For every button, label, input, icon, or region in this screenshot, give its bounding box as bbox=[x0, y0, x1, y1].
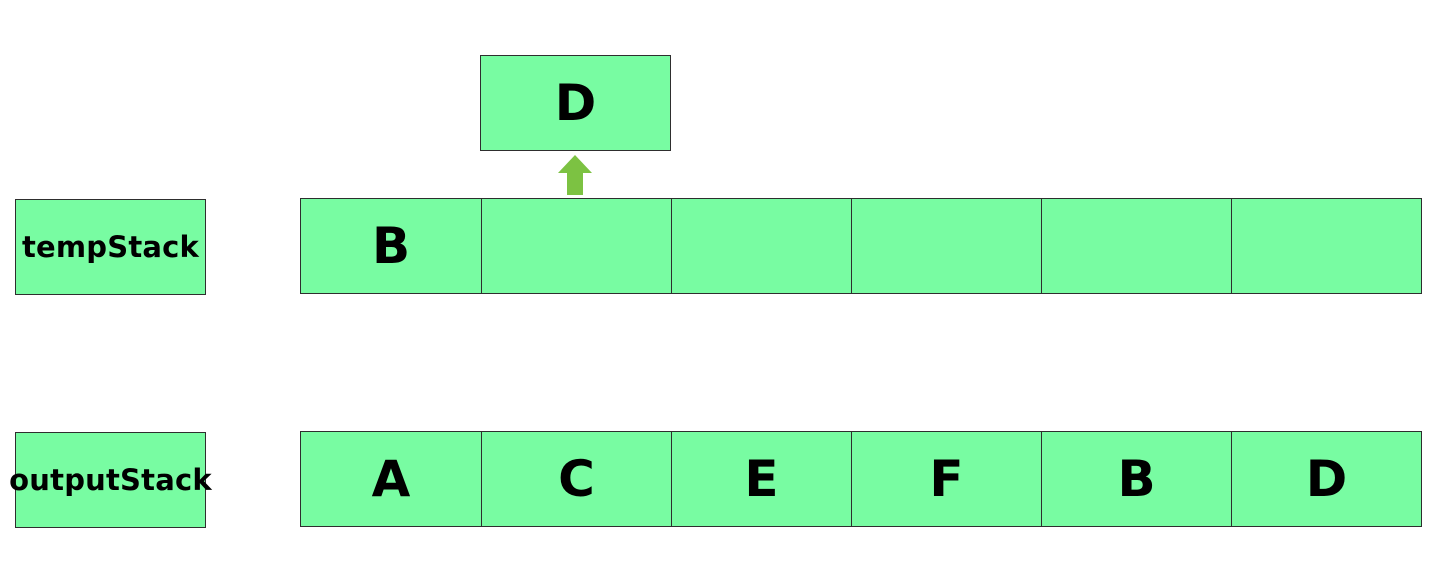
temp-stack-cell-3 bbox=[671, 198, 852, 294]
temp-stack-cell-4 bbox=[851, 198, 1042, 294]
popped-element: D bbox=[480, 55, 671, 151]
temp-stack-label: tempStack bbox=[15, 199, 206, 295]
temp-stack-cell-1: B bbox=[300, 198, 482, 294]
output-stack-cell-1: A bbox=[300, 431, 482, 527]
temp-stack-cell-6 bbox=[1231, 198, 1422, 294]
output-stack-cell-3: E bbox=[671, 431, 852, 527]
output-stack-cell-5: B bbox=[1041, 431, 1232, 527]
output-stack-cell-2: C bbox=[481, 431, 672, 527]
temp-stack-cell-5 bbox=[1041, 198, 1232, 294]
output-stack-cell-6: D bbox=[1231, 431, 1422, 527]
temp-stack-cell-2 bbox=[481, 198, 672, 294]
output-stack-label: outputStack bbox=[9, 432, 212, 528]
output-stack-cell-4: F bbox=[851, 431, 1042, 527]
temp-stack-row: B bbox=[300, 198, 1422, 294]
up-arrow-icon bbox=[558, 155, 592, 195]
output-stack-row: A C E F B D bbox=[300, 431, 1422, 527]
